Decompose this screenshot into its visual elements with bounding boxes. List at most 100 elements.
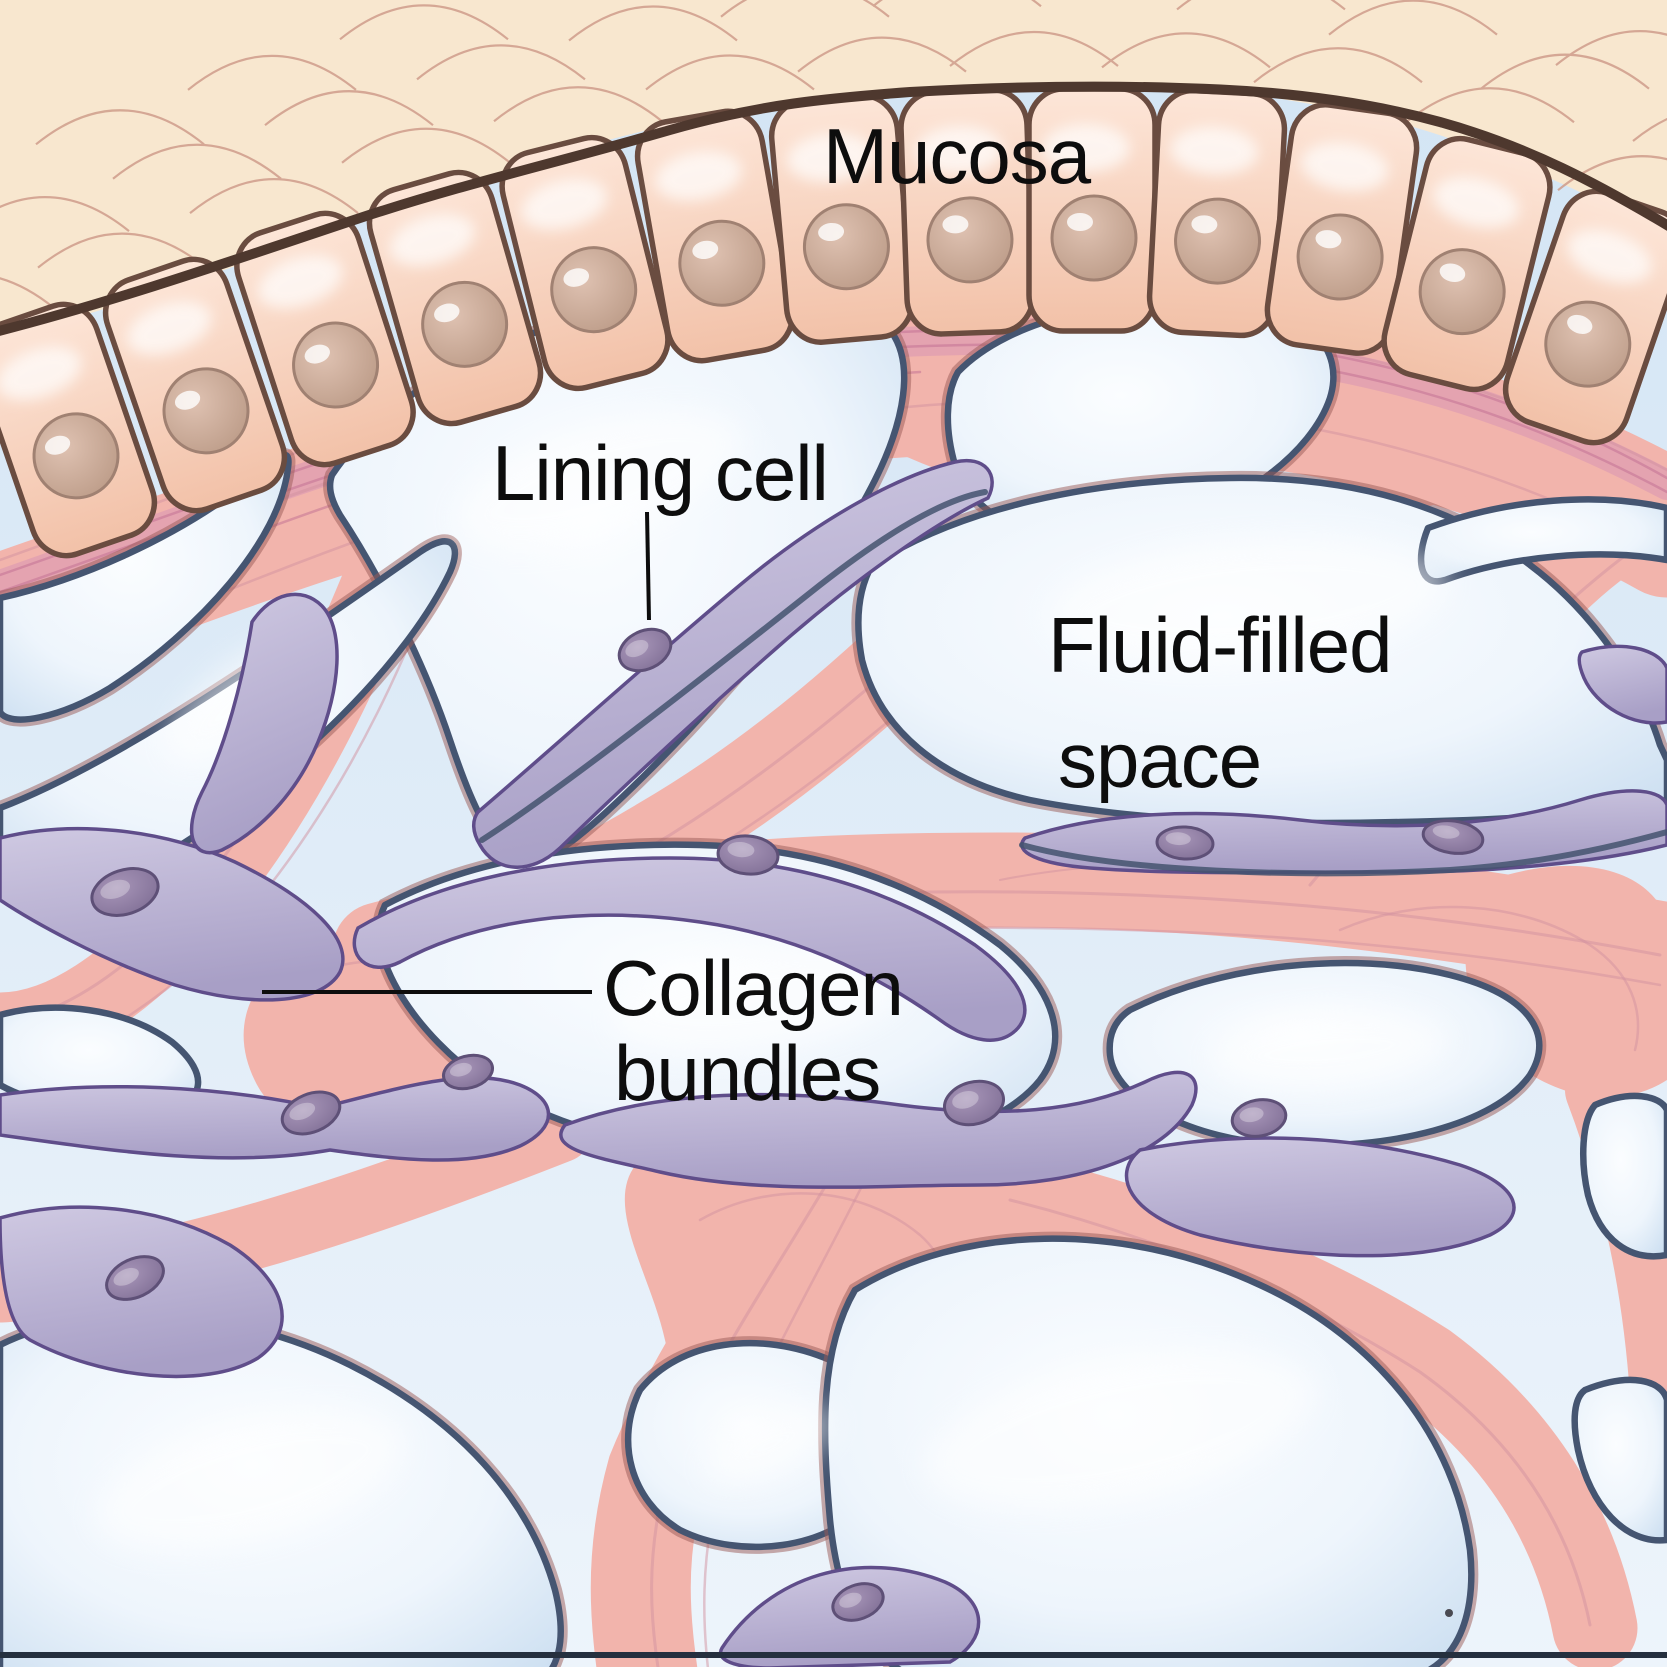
epithelial-cell-highlight (786, 133, 875, 182)
surface-cell-arc (264, 90, 434, 127)
lining-cell-nucleus (617, 627, 673, 673)
lining-cell-nucleus (441, 1053, 495, 1091)
lining-cell-shadow-edges (479, 489, 1667, 877)
fluid-highlight (1050, 537, 1450, 663)
epithelial-cell (499, 134, 671, 392)
surface-cell-arc (1101, 32, 1271, 69)
fluid-highlight (611, 946, 909, 1054)
epithelial-cell-highlight (389, 213, 475, 267)
nucleus-highlight (727, 841, 755, 858)
fluid-highlight (456, 410, 744, 550)
epithelial-cell (1502, 188, 1667, 446)
epithelial-cell (366, 169, 544, 427)
epithelial-nucleus-highlight (44, 435, 71, 455)
nucleus-highlight (289, 1102, 316, 1121)
epithelial-nucleus-highlight (174, 390, 201, 410)
epithelial-cell-nucleus (32, 412, 120, 500)
surface-cell-arc (568, 5, 738, 42)
epithelial-cell (102, 256, 288, 514)
surface-cell-arc (1253, 47, 1423, 84)
collagen-label-line1: Collagen (603, 944, 903, 1032)
fluid-highlight (923, 1349, 1317, 1511)
epithelial-cell (1146, 87, 1288, 339)
labels: Mucosa Lining cell Fluid-filled space Co… (262, 112, 1453, 1617)
surface-cell-arc (1328, 0, 1498, 36)
surface-cell-arc (645, 54, 815, 91)
epithelial-cell-highlight (1042, 124, 1130, 172)
epithelial-cell-nucleus (292, 321, 380, 409)
surface-cell-arc (949, 31, 1119, 67)
collagen-label-line2: bundles (614, 1029, 880, 1117)
surface-cell-arc (0, 277, 55, 309)
lining-cell-nucleus (716, 834, 780, 876)
fluid-highlight (94, 1408, 406, 1552)
surface-cell-arc (339, 4, 509, 41)
surface-cell-arc (1632, 117, 1667, 142)
lining-cell-nucleus (831, 1582, 885, 1622)
surface-cell-arc (189, 178, 359, 215)
epithelial-cell-highlight (257, 255, 343, 309)
epithelial-cell-nucleus (421, 280, 509, 368)
lining-cell-nucleus (90, 867, 160, 917)
nucleus-highlight (1165, 832, 1191, 846)
fluid-filled-label-line2: space (1058, 716, 1261, 804)
surface-cell-arc (37, 232, 207, 269)
lining-cell-labeled (472, 458, 994, 869)
lining-cell-nucleus (1155, 825, 1215, 861)
epithelial-nucleus-highlight (1067, 213, 1093, 231)
epithelial-nucleus-highlight (818, 222, 845, 242)
mucosa-surface-line (0, 81, 1667, 336)
lining-cell-nucleus (280, 1090, 342, 1136)
epithelial-cell (768, 93, 916, 345)
surface-cell-arc (416, 44, 586, 81)
nucleus-highlight (952, 1091, 979, 1109)
epithelial-cell-highlight (1433, 176, 1520, 228)
epithelial-cell (634, 108, 796, 364)
nucleus-highlight (839, 1592, 862, 1608)
collagen-band-bottom-right (967, 1152, 1638, 1667)
epithelial-cell-highlight (1567, 229, 1652, 284)
epithelial-cell-highlight (654, 151, 742, 201)
epithelial-cell-highlight (914, 126, 1003, 175)
surface-tissue (0, 0, 1667, 338)
nucleus-highlight (625, 639, 649, 658)
fluid-highlight (705, 1404, 835, 1486)
nucleus-highlight (1239, 1107, 1264, 1123)
lining-cell (189, 592, 339, 855)
nucleus-highlight (1432, 825, 1460, 839)
epithelial-nucleus-highlight (304, 344, 330, 364)
lining-cell-nucleus (1230, 1098, 1288, 1138)
nucleus-highlight (449, 1062, 472, 1077)
epithelial-nucleus-highlight (1191, 215, 1218, 234)
epithelial-nucleus-highlight (1315, 230, 1342, 249)
epithelial-cell-highlight (1300, 142, 1389, 192)
epithelial-cell-highlight (1170, 126, 1259, 175)
epithelial-nucleus-highlight (434, 303, 460, 323)
epithelial-cell-nucleus (926, 196, 1014, 284)
lining-cell-nucleus (1421, 819, 1485, 855)
epithelial-cell-nucleus (162, 367, 250, 455)
epithelial-cell-highlight (0, 346, 82, 401)
lining-cell-label: Lining cell (492, 429, 828, 517)
mucosa-label: Mucosa (823, 112, 1092, 200)
fluid-highlight (1210, 1008, 1450, 1092)
epithelial-nucleus-highlight (563, 268, 590, 287)
lining-cell-leader-line (645, 511, 651, 621)
epithelial-nucleus-highlight (942, 215, 969, 234)
mucosa-epithelium (0, 86, 1667, 559)
lining-cell (1124, 1136, 1516, 1258)
epithelial-cell-nucleus (1050, 194, 1138, 282)
epithelial-cell (1264, 102, 1420, 356)
surface-cell-arc (0, 196, 130, 232)
surface-cell-arc (341, 127, 511, 164)
epithelial-cell-highlight (126, 301, 212, 356)
epithelial-cell (898, 87, 1036, 337)
lining-cell (0, 1075, 551, 1162)
surface-cell-arc (1480, 53, 1650, 90)
fluid-highlights (94, 410, 1450, 1552)
lining-cell-nucleus (943, 1079, 1005, 1127)
epithelial-nucleus-highlight (1439, 263, 1466, 283)
surface-cell-arc (493, 86, 663, 123)
fluid-filled-label-line1: Fluid-filled (1048, 601, 1391, 689)
